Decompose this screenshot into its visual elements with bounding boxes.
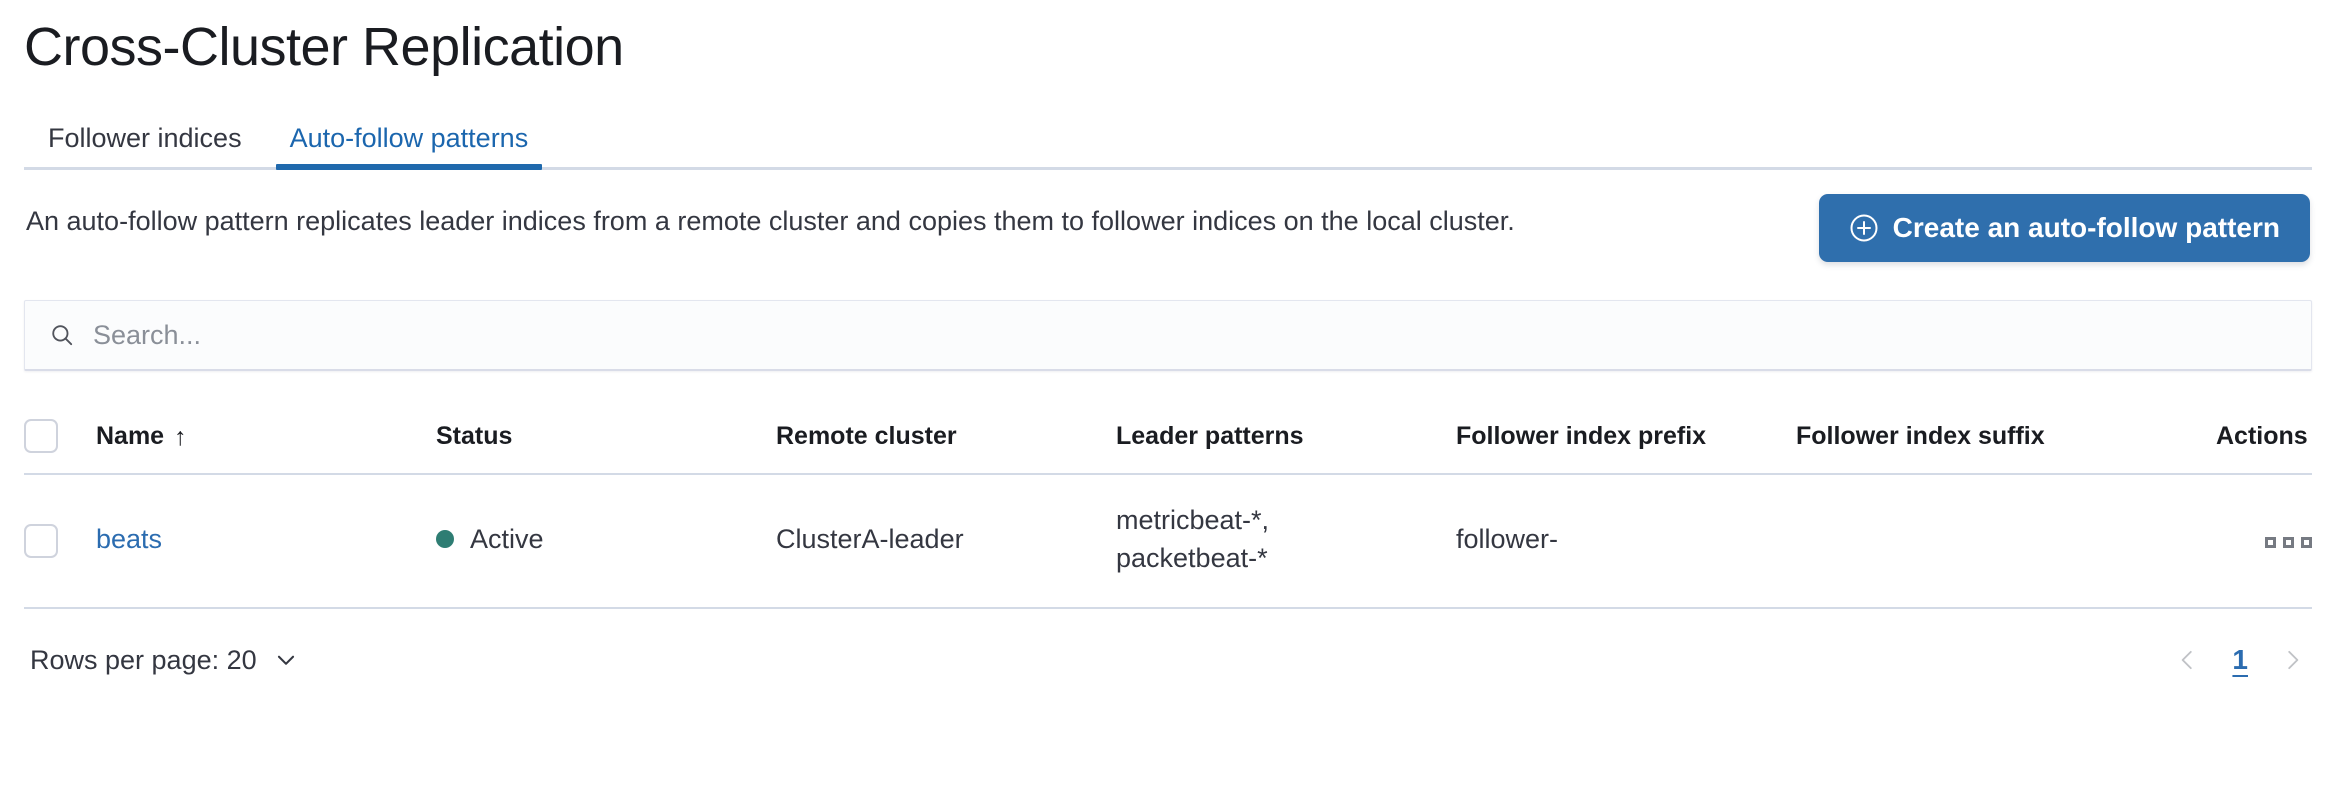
row-select-cell (24, 474, 96, 609)
table-row: beats Active ClusterA-leader metricbeat-… (24, 474, 2312, 609)
column-header-status[interactable]: Status (436, 401, 776, 475)
search-icon (49, 322, 75, 348)
pattern-name-link[interactable]: beats (96, 524, 163, 554)
chevron-left-icon[interactable] (2174, 643, 2200, 677)
chevron-down-icon (273, 647, 299, 673)
cell-remote-cluster: ClusterA-leader (776, 474, 1116, 609)
auto-follow-patterns-table: Name ↑ Status Remote cluster Leader patte… (24, 401, 2312, 609)
column-header-name[interactable]: Name ↑ (96, 401, 436, 475)
status-label: Active (470, 524, 544, 554)
tab-auto-follow-patterns[interactable]: Auto-follow patterns (275, 122, 543, 170)
sort-ascending-icon: ↑ (174, 423, 187, 451)
create-button-label: Create an auto-follow pattern (1892, 212, 2280, 243)
chevron-right-icon[interactable] (2280, 643, 2306, 677)
tab-follower-indices[interactable]: Follower indices (34, 122, 256, 170)
cell-name: beats (96, 474, 436, 609)
column-header-actions: Actions (2216, 401, 2312, 475)
pagination: 1 (2174, 643, 2306, 677)
plus-in-circle-icon (1849, 213, 1879, 243)
column-header-name-label: Name (96, 422, 165, 450)
rows-per-page-label: Rows per page: 20 (30, 644, 257, 675)
intro-description: An auto-follow pattern replicates leader… (26, 206, 1515, 236)
intro-section: An auto-follow pattern replicates leader… (24, 194, 2312, 262)
table-header-row: Name ↑ Status Remote cluster Leader patte… (24, 401, 2312, 475)
status-dot-icon (436, 530, 454, 548)
search-input[interactable] (93, 301, 2287, 369)
cell-follower-index-prefix: follower- (1456, 474, 1796, 609)
search-bar[interactable] (24, 300, 2312, 371)
ellipsis-icon[interactable] (2265, 537, 2312, 548)
column-header-leader-patterns[interactable]: Leader patterns (1116, 401, 1456, 475)
row-checkbox[interactable] (24, 523, 58, 558)
tab-bar: Follower indices Auto-follow patterns (24, 106, 2312, 170)
create-auto-follow-pattern-button[interactable]: Create an auto-follow pattern (1818, 194, 2310, 262)
column-header-remote-cluster[interactable]: Remote cluster (776, 401, 1116, 475)
page-number-1[interactable]: 1 (2232, 644, 2248, 675)
select-all-header (24, 401, 96, 475)
cell-actions (2216, 474, 2312, 609)
cell-status: Active (436, 474, 776, 609)
column-header-follower-index-prefix[interactable]: Follower index prefix (1456, 401, 1796, 475)
table-footer: Rows per page: 20 1 (24, 643, 2312, 677)
page-title: Cross-Cluster Replication (24, 17, 624, 77)
rows-per-page-selector[interactable]: Rows per page: 20 (30, 645, 299, 676)
select-all-checkbox[interactable] (24, 419, 58, 453)
cell-leader-patterns: metricbeat-*, packetbeat-* (1116, 474, 1456, 609)
column-header-follower-index-suffix[interactable]: Follower index suffix (1796, 401, 2216, 475)
cell-follower-index-suffix (1796, 474, 2216, 609)
